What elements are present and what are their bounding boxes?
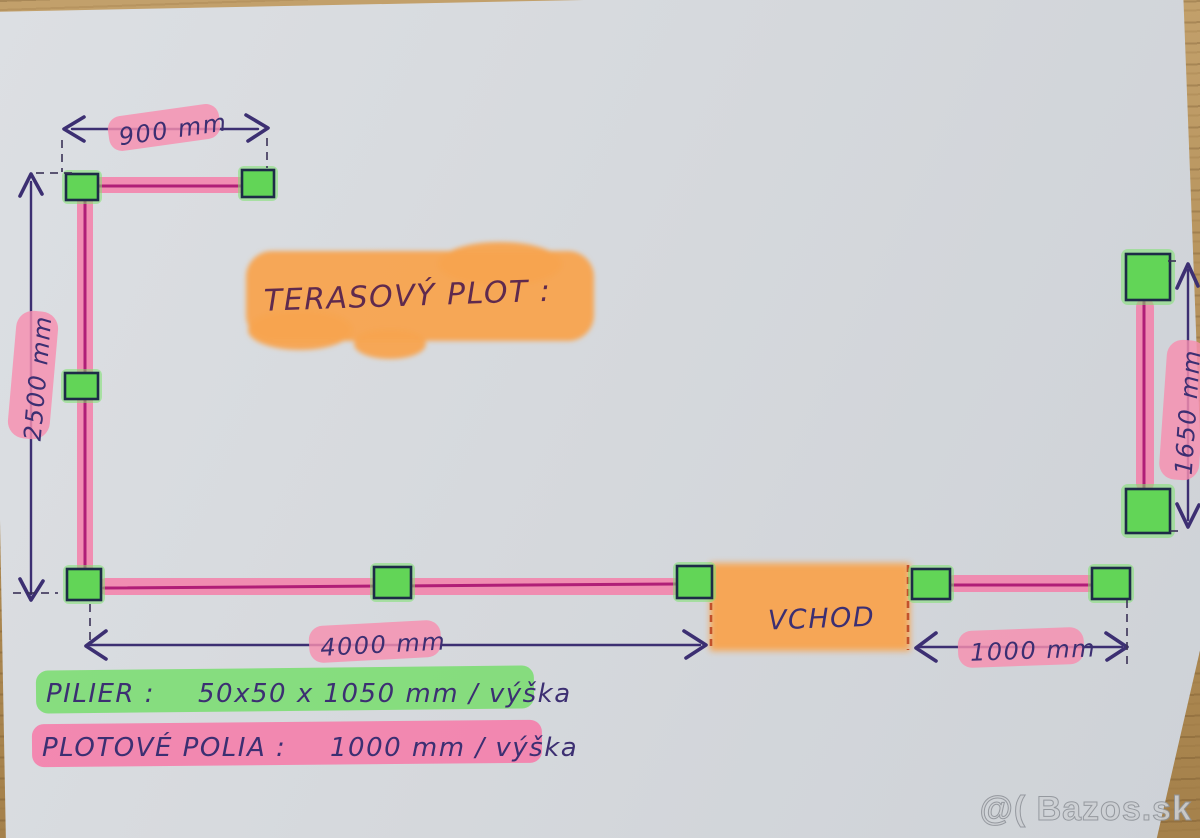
note-panels-label: PLOTOVÉ POLIA : bbox=[42, 731, 286, 763]
note-pillar: PILIER : 50x50 x 1050 mm / výška bbox=[35, 665, 572, 714]
note-panels-value: 1000 mm / výška bbox=[330, 733, 578, 763]
note-pillar-value: 50x50 x 1050 mm / výška bbox=[198, 679, 572, 709]
fence-posts bbox=[61, 166, 1175, 604]
dimension-bottom-4000: 4000 mm bbox=[84, 620, 708, 663]
dimension-bottom-1000: 1000 mm bbox=[914, 600, 1129, 668]
entrance-block bbox=[709, 563, 910, 651]
watermark: @( Bazos.sk bbox=[980, 790, 1192, 828]
note-panels: PLOTOVÉ POLIA : 1000 mm / výška bbox=[31, 719, 578, 768]
note-pillar-label: PILIER : bbox=[46, 679, 155, 709]
fence-panels bbox=[77, 177, 1154, 595]
dimension-right-1650: 1650 mm bbox=[1159, 260, 1200, 532]
dimension-bottom-right-label: 1000 mm bbox=[970, 634, 1097, 666]
title-highlight bbox=[246, 242, 594, 359]
entrance-label: VCHOD bbox=[767, 602, 875, 637]
dimension-top-900: 900 mm bbox=[61, 104, 270, 172]
dimension-bottom-long-label: 4000 mm bbox=[320, 627, 447, 662]
